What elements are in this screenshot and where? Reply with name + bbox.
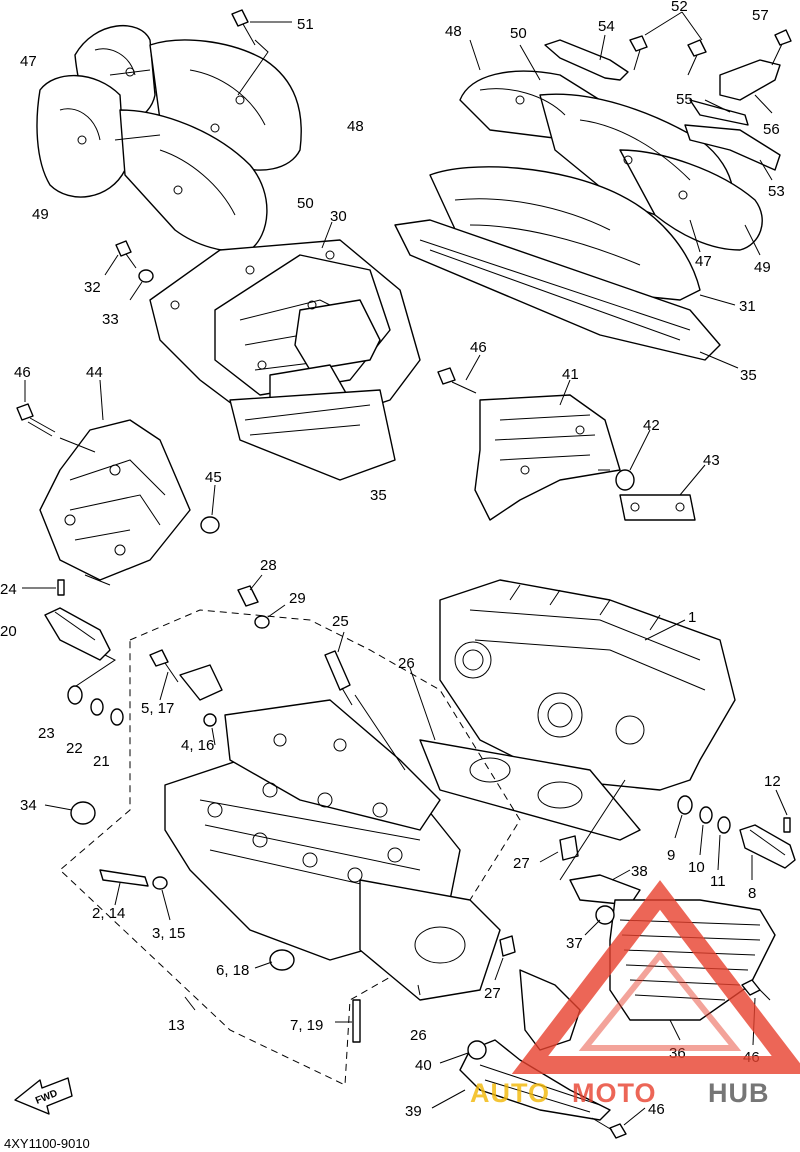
label-39: 39 [405,1103,422,1120]
label-54: 54 [598,18,615,35]
label-51: 51 [297,16,314,33]
part-labels: 1 2, 14 3, 15 4, 16 5, 17 6, 18 7, 19 8 … [0,0,785,1120]
watermark-text-hub: HUB [708,1078,770,1108]
label-35-right: 35 [740,367,757,384]
label-53: 53 [768,183,785,200]
label-44: 44 [86,364,103,381]
watermark-logo: AUTO MOTO HUB [470,880,800,1108]
watermark-triangle-icon [511,880,800,1074]
label-46-a: 46 [14,364,31,381]
label-27-lower: 27 [484,985,501,1002]
label-9: 9 [667,847,675,864]
label-32: 32 [84,279,101,296]
label-49-right: 49 [754,259,771,276]
label-41: 41 [562,366,579,383]
label-3-15: 3, 15 [152,925,185,942]
cylinder-head-left [44,574,521,1086]
label-50-left: 50 [297,195,314,212]
label-38: 38 [631,863,648,880]
cover-set-right [394,11,792,369]
label-22: 22 [66,740,83,757]
label-33: 33 [102,311,119,328]
label-31: 31 [739,298,756,315]
fwd-arrow: FWD [14,1077,73,1115]
label-48-right: 48 [445,23,462,40]
label-13: 13 [168,1017,185,1034]
label-46-b: 46 [470,339,487,356]
label-26-lower: 26 [410,1027,427,1044]
label-46-d: 46 [648,1101,665,1118]
watermark-text-auto: AUTO [470,1078,550,1108]
label-28: 28 [260,557,277,574]
label-48-left: 48 [347,118,364,135]
label-52: 52 [671,0,688,15]
part-41-assembly [437,354,706,521]
label-27-upper: 27 [513,855,530,872]
label-8: 8 [748,885,756,902]
label-45: 45 [205,469,222,486]
label-43: 43 [703,452,720,469]
label-11: 11 [710,873,726,890]
label-20: 20 [0,623,17,640]
label-25: 25 [332,613,349,630]
label-1: 1 [688,609,696,626]
label-12: 12 [764,773,781,790]
label-10: 10 [688,859,705,876]
label-34: 34 [20,797,37,814]
watermark-text-moto: MOTO [572,1078,657,1108]
head-cover-assembly-left [104,221,421,481]
label-21: 21 [93,753,110,770]
label-5-17: 5, 17 [141,700,174,717]
label-47-right: 47 [695,253,712,270]
label-37: 37 [566,935,583,952]
label-42: 42 [643,417,660,434]
label-23: 23 [38,725,55,742]
label-7-19: 7, 19 [290,1017,323,1034]
label-29: 29 [289,590,306,607]
label-2-14: 2, 14 [92,905,125,922]
cover-44-assembly [16,379,220,726]
cylinder-head-right [409,579,796,906]
label-24: 24 [0,581,17,598]
label-56: 56 [763,121,780,138]
label-26-upper: 26 [398,655,415,672]
label-49-left: 49 [32,206,49,223]
label-35-left: 35 [370,487,387,504]
label-47-left: 47 [20,53,37,70]
diagram-code: 4XY1100-9010 [4,1136,90,1151]
cover-set-left [36,9,302,252]
label-57: 57 [752,7,769,24]
label-6-18: 6, 18 [216,962,249,979]
label-40: 40 [415,1057,432,1074]
label-55: 55 [676,91,693,108]
label-50-right: 50 [510,25,527,42]
label-30: 30 [330,208,347,225]
label-4-16: 4, 16 [181,737,214,754]
